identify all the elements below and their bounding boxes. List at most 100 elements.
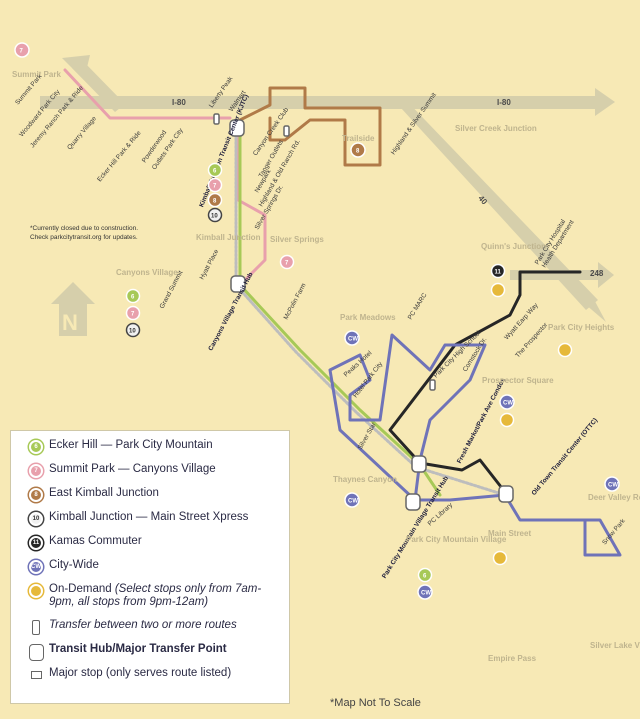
i80-east-label: I-80 [497, 98, 511, 107]
place-prospector-square: Prospector Square [482, 376, 554, 385]
place-main-street: Main Street [488, 529, 531, 538]
legend-route-10: 10 Kimball Junction — Main Street Xpress [23, 511, 279, 535]
route-code: CW [31, 564, 41, 570]
legend-major-stop: Major stop (only serves route listed) [23, 667, 279, 691]
ottc-hub[interactable] [498, 485, 514, 503]
kjtc-hub[interactable] [229, 119, 245, 137]
i80-west-label: I-80 [172, 98, 186, 107]
place-summit-park: Summit Park [12, 70, 61, 79]
legend-label: Transit Hub/Major Transfer Point [49, 643, 227, 655]
badge-6: 6 [417, 567, 433, 583]
route-6-badge-icon: 6 [29, 440, 43, 454]
place-park-meadows: Park Meadows [340, 313, 396, 322]
legend-hub: Transit Hub/Major Transfer Point [23, 643, 279, 667]
badge-6: 6 [125, 288, 141, 304]
place-mountain-village: Park City Mountain Village [406, 535, 507, 544]
svg-text:CW: CW [608, 483, 618, 489]
badge-7: 7 [207, 177, 223, 193]
route-10-xpress-line [234, 128, 507, 497]
badge-cw: CW [604, 476, 620, 492]
place-kimball-junction: Kimball Junction [196, 233, 261, 242]
badge-cw: CW [344, 492, 360, 508]
place-empire-pass: Empire Pass [488, 654, 537, 663]
legend-label: City-Wide [49, 559, 99, 571]
route-code: 10 [32, 516, 40, 522]
legend: 6 Ecker Hill — Park City Mountain 7 Summ… [10, 430, 290, 704]
legend-route-cw: CW City-Wide [23, 559, 279, 583]
route-8-badge-icon: 8 [29, 488, 43, 502]
badge-on-demand [499, 412, 515, 428]
legend-label: Transfer between two or more routes [49, 619, 237, 631]
hub-icon [28, 644, 44, 661]
legend-label: On-Demand [49, 583, 112, 595]
svg-text:7: 7 [285, 261, 289, 267]
badge-10: 10 [125, 322, 141, 338]
highways [40, 55, 615, 322]
route-code: 8 [34, 492, 38, 498]
badge-on-demand [492, 550, 508, 566]
route-badges: 7 6 7 8 10 7 6 7 10 8 11 CW CW CW 6 CW C… [14, 42, 620, 600]
place-trailside: Trailside [342, 134, 375, 143]
legend-label: Summit Park — Canyons Village [49, 463, 216, 475]
legend-label: Ecker Hill — Park City Mountain [49, 439, 213, 451]
badge-cw: CW [499, 394, 515, 410]
route-7-badge-icon: 7 [29, 464, 43, 478]
svg-text:10: 10 [211, 214, 218, 220]
badge-on-demand [490, 282, 506, 298]
svg-text:7: 7 [131, 312, 135, 318]
svg-text:CW: CW [421, 591, 431, 597]
route-11-badge-icon: 11 [29, 536, 43, 550]
badge-8: 8 [207, 192, 223, 208]
canyons-hub[interactable] [230, 275, 246, 293]
transfer-point[interactable] [213, 113, 220, 125]
fresh-market-hub[interactable] [411, 455, 427, 473]
legend-label: Major stop (only serves route listed) [49, 667, 232, 679]
place-silver-lake: Silver Lake Village [590, 641, 640, 650]
legend-route-6: 6 Ecker Hill — Park City Mountain [23, 439, 279, 463]
badge-10: 10 [207, 207, 223, 223]
badge-11: 11 [490, 263, 506, 279]
route-10-badge-icon: 10 [29, 512, 43, 526]
badge-7: 7 [14, 42, 30, 58]
svg-text:8: 8 [213, 199, 217, 205]
legend-transfer: Transfer between two or more routes [23, 619, 279, 643]
transit-hubs [213, 113, 514, 511]
place-thaynes-canyon: Thaynes Canyon [333, 475, 397, 484]
compass-letter: N [62, 310, 78, 335]
compass-icon: N [51, 282, 95, 336]
closure-note: *Currently closed due to construction. C… [30, 225, 140, 241]
place-silver-creek: Silver Creek Junction [455, 124, 537, 133]
route-11-kamas-line [388, 270, 582, 494]
citywide-badge-icon: CW [29, 560, 43, 574]
badge-7: 7 [279, 254, 295, 270]
svg-text:8: 8 [356, 149, 360, 155]
transfer-icon [32, 620, 40, 635]
route-code: 6 [34, 444, 38, 450]
svg-text:6: 6 [131, 295, 135, 301]
sr248-label: 248 [590, 269, 604, 278]
footnote: *Map Not To Scale [330, 697, 421, 709]
mountain-village-hub[interactable] [405, 493, 421, 511]
legend-route-7: 7 Summit Park — Canyons Village [23, 463, 279, 487]
badge-6: 6 [207, 162, 223, 178]
legend-route-11: 11 Kamas Commuter [23, 535, 279, 559]
place-quinns-junction: Quinn's Junction [481, 242, 546, 251]
svg-text:7: 7 [213, 184, 217, 190]
badge-8: 8 [350, 142, 366, 158]
route-7-kimball-line [236, 126, 267, 287]
legend-label: East Kimball Junction [49, 487, 159, 499]
route-8-east-kimball-line [238, 86, 382, 167]
place-canyons-village: Canyons Village [116, 268, 178, 277]
place-deer-valley: Deer Valley Resort [588, 493, 640, 502]
legend-route-8: 8 East Kimball Junction [23, 487, 279, 511]
svg-text:CW: CW [503, 401, 513, 407]
transfer-point[interactable] [429, 379, 436, 391]
transfer-point[interactable] [283, 125, 290, 137]
route-code: 7 [34, 468, 38, 474]
legend-route-on-demand: On-Demand (Select stops only from 7am-9p… [23, 583, 279, 619]
svg-text:6: 6 [213, 169, 217, 175]
route-code: 11 [32, 540, 40, 546]
svg-text:CW: CW [348, 499, 358, 505]
place-park-city-heights: Park City Heights [548, 323, 615, 332]
badge-cw: CW [344, 330, 360, 346]
